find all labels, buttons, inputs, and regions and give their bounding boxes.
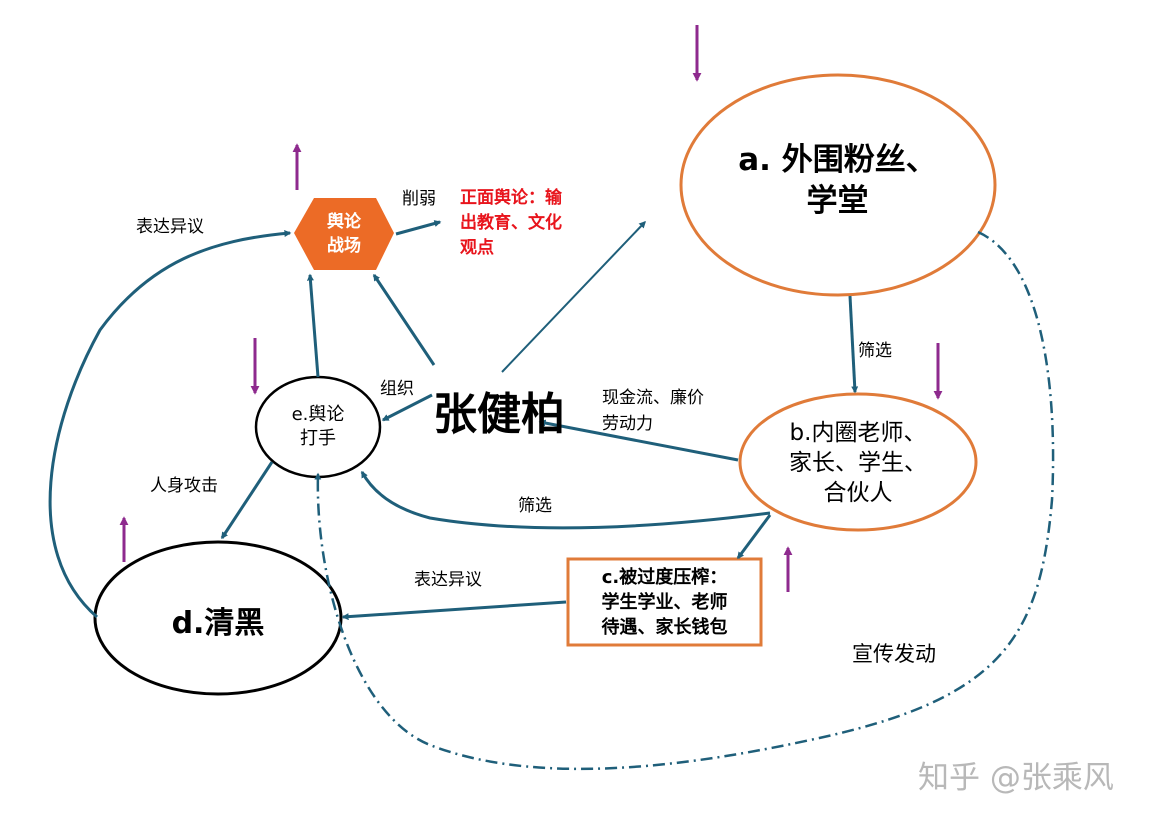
edge-label-promote: 宣传发动 (852, 642, 936, 666)
edge-center-to-e (381, 393, 433, 422)
node-e-label: e.舆论 打手 (291, 404, 345, 449)
edge-label-express-bottom: 表达异议 (414, 570, 482, 590)
node-c-label: c.被过度压榨： 学生学业、老师 待遇、家长钱包 (601, 567, 728, 638)
center-label: 张健柏 (433, 389, 565, 440)
edge-b-to-e-screen (360, 470, 771, 530)
edge-label-screen-right: 筛选 (858, 341, 892, 361)
edge-e-to-d (220, 461, 274, 540)
node-a-label: a. 外围粉丝、 学堂 (738, 142, 937, 219)
edge-label-personal-attack: 人身攻击 (150, 476, 218, 496)
edge-a-to-b (848, 295, 859, 394)
edge-b-to-center (538, 419, 739, 462)
edge-c-to-d (341, 600, 567, 621)
edge-a-to-e-promote (314, 230, 1055, 771)
node-b-ellipse (738, 392, 978, 532)
watermark: 知乎 @张乘风 (918, 760, 1114, 796)
node-c-box (566, 557, 763, 647)
battlefield-hexagon (294, 198, 394, 270)
edge-center-to-a (501, 220, 646, 373)
edge-label-cashflow: 现金流、廉价 劳动力 (602, 388, 704, 434)
edge-b-to-c (736, 514, 772, 560)
node-a-ellipse (679, 73, 997, 297)
edge-label-express-top: 表达异议 (136, 217, 204, 237)
edge-label-positive-opinion: 正面舆论：输 出教育、文化 观点 (460, 188, 562, 258)
battlefield-label: 舆论 战场 (327, 212, 361, 256)
edge-d-to-battlefield (48, 230, 292, 619)
node-d-ellipse (93, 540, 343, 696)
node-d-label: d.清黑 (171, 606, 265, 641)
edge-label-organize: 组织 (380, 379, 414, 399)
edge-label-screen-mid: 筛选 (518, 496, 552, 516)
edge-label-weaken: 削弱 (402, 189, 436, 209)
edge-battlefield-to-positive (395, 220, 442, 236)
node-b-label: b.内圈老师、 家长、学生、 合伙人 (789, 420, 927, 506)
edge-e-to-battlefield (306, 273, 320, 378)
edge-center-to-battlefield (372, 273, 436, 366)
